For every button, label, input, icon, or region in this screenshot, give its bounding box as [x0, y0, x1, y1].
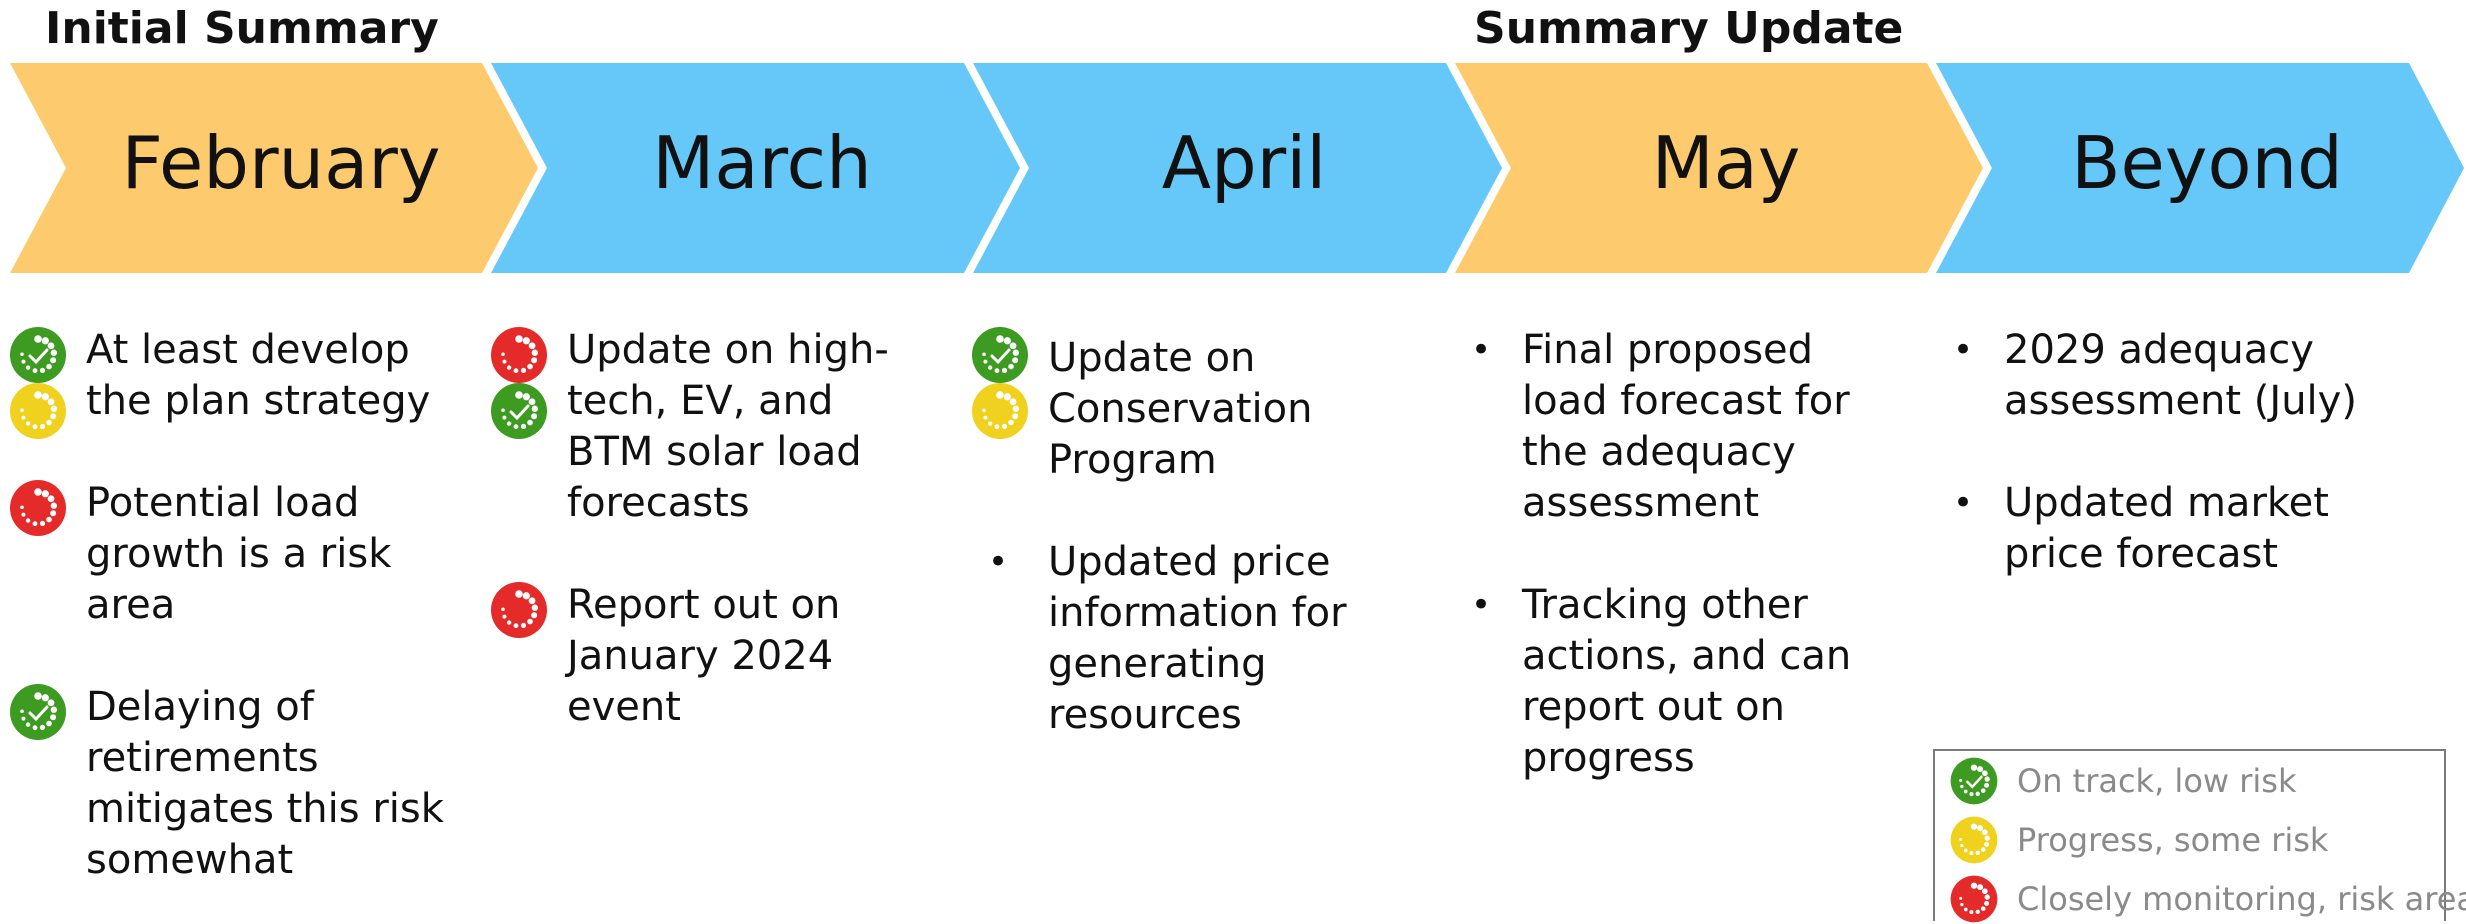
item-text: Delaying of retirements mitigates this r… [86, 684, 444, 883]
month-april: April [1161, 121, 1327, 205]
bullet-icon: • [1471, 330, 1492, 370]
check-circle-icon [10, 684, 66, 740]
month-beyond: Beyond [2071, 121, 2343, 205]
chevron-april [973, 63, 1502, 273]
list-item: • Updated market price forecast [1941, 478, 2381, 580]
column-may: • Final proposed load forecast for the a… [1459, 325, 1899, 784]
bullet-icon: • [1953, 483, 1974, 523]
item-text: Updated market price forecast [2004, 480, 2329, 577]
month-may: May [1651, 121, 1801, 205]
column-march: Update on high-tech, EV, and BTM solar l… [489, 325, 929, 733]
item-text: Updated price information for generating… [1048, 539, 1347, 738]
list-item: • Final proposed load forecast for the a… [1459, 325, 1899, 529]
list-item: • 2029 adequacy assessment (July) [1941, 325, 2381, 427]
warning-circle-icon [1950, 875, 1998, 923]
list-item: Update on high-tech, EV, and BTM solar l… [489, 325, 929, 529]
progress-circle-icon [972, 383, 1028, 439]
warning-circle-icon [491, 582, 547, 638]
chevron-march [491, 63, 1020, 273]
bullet-icon: • [1953, 330, 1974, 370]
legend-label: Closely monitoring, risk area [2017, 880, 2466, 918]
legend-item-on-track: On track, low risk [1949, 756, 2296, 806]
timeline-chevrons [10, 63, 2464, 273]
chevron-beyond [1936, 63, 2464, 273]
month-february: February [121, 121, 441, 205]
item-text: Update on Conservation Program [1048, 335, 1313, 483]
check-circle-icon [10, 327, 66, 383]
item-text: Potential load growth is a risk area [86, 480, 392, 628]
chevron-may [1455, 63, 1983, 273]
warning-circle-icon [10, 480, 66, 536]
initial-summary-label: Initial Summary [45, 3, 439, 54]
legend-label: On track, low risk [2017, 762, 2297, 800]
legend-item-progress: Progress, some risk [1949, 815, 2328, 865]
month-march: March [652, 121, 872, 205]
list-item: • Tracking other actions, and can report… [1459, 580, 1899, 784]
list-item: Update on Conservation Program [970, 325, 1400, 486]
list-item: Delaying of retirements mitigates this r… [8, 682, 448, 886]
bullet-icon: • [988, 542, 1009, 582]
legend-item-monitoring: Closely monitoring, risk area [1949, 874, 2466, 924]
bullet-icon: • [1471, 585, 1492, 625]
column-april: Update on Conservation Program • Updated… [970, 325, 1400, 741]
legend-label: Progress, some risk [2017, 821, 2329, 859]
list-item: Report out on January 2024 event [489, 580, 929, 733]
warning-circle-icon [491, 327, 547, 383]
column-february: At least develop the plan strategy Poten… [8, 325, 448, 886]
item-text: Update on high-tech, EV, and BTM solar l… [567, 327, 889, 526]
list-item: Potential load growth is a risk area [8, 478, 448, 631]
chevron-february [10, 63, 538, 273]
item-text: Report out on January 2024 event [567, 582, 841, 730]
item-text: At least develop the plan strategy [86, 327, 431, 424]
item-text: Tracking other actions, and can report o… [1522, 582, 1852, 781]
item-text: 2029 adequacy assessment (July) [2004, 327, 2357, 424]
check-circle-icon [972, 327, 1028, 383]
check-circle-icon [491, 383, 547, 439]
summary-update-label: Summary Update [1474, 3, 1904, 54]
progress-circle-icon [1950, 816, 1998, 864]
list-item: • Updated price information for generati… [970, 537, 1400, 741]
check-circle-icon [1950, 757, 1998, 805]
status-legend: On track, low risk Progress, some risk C… [1933, 749, 2466, 923]
list-item: At least develop the plan strategy [8, 325, 448, 439]
item-text: Final proposed load forecast for the ade… [1522, 327, 1850, 526]
column-beyond: • 2029 adequacy assessment (July) • Upda… [1941, 325, 2381, 580]
progress-circle-icon [10, 383, 66, 439]
